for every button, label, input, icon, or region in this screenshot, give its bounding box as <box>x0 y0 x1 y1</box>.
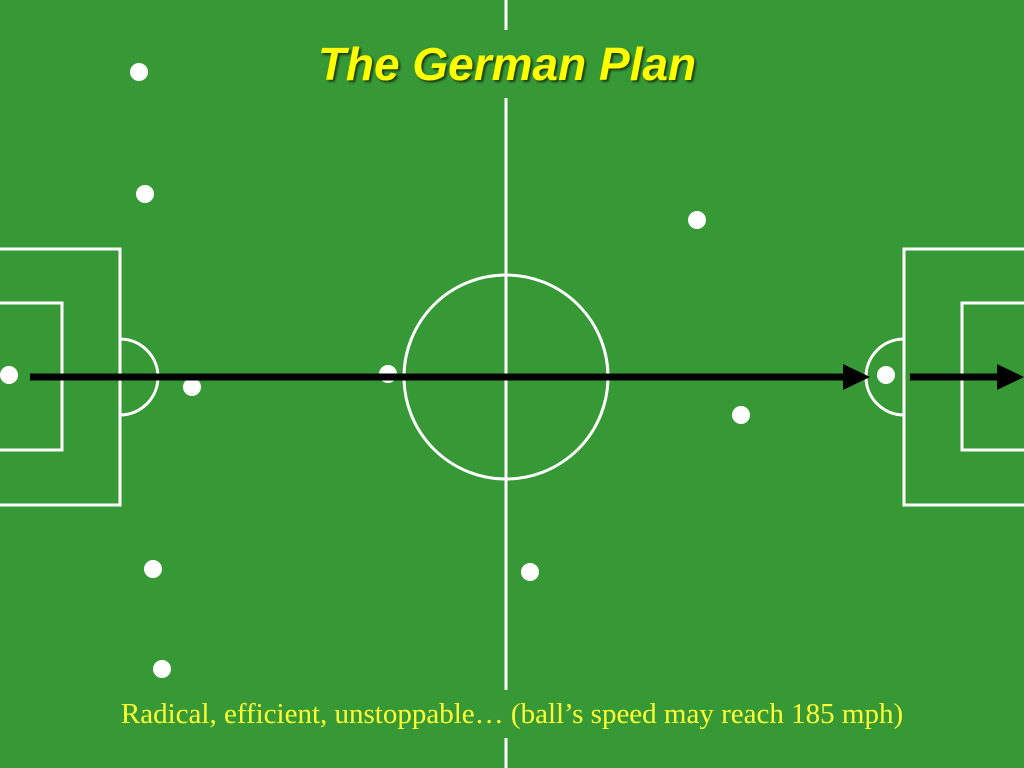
player-dot-icon <box>130 63 148 81</box>
player-dot-icon <box>877 366 895 384</box>
player-dot-icon <box>153 660 171 678</box>
player-dot-icon <box>183 378 201 396</box>
shot-arrow-head <box>997 364 1024 390</box>
player-dot-icon <box>521 563 539 581</box>
player-dot-icon <box>732 406 750 424</box>
pass-arrow-head <box>843 364 870 390</box>
player-dot-icon <box>0 366 18 384</box>
player-dot-icon <box>136 185 154 203</box>
title-backdrop <box>296 30 726 98</box>
slide-title: The German Plan <box>317 38 697 90</box>
player-dot-icon <box>144 560 162 578</box>
players <box>0 63 895 678</box>
arrow-right-icon <box>30 364 870 390</box>
caption-backdrop <box>40 690 984 738</box>
slide-caption: Radical, efficient, unstoppable… (ball’s… <box>120 698 904 730</box>
player-dot-icon <box>688 211 706 229</box>
right-penalty-area <box>902 247 1024 507</box>
arrow-right-icon <box>910 364 1024 390</box>
